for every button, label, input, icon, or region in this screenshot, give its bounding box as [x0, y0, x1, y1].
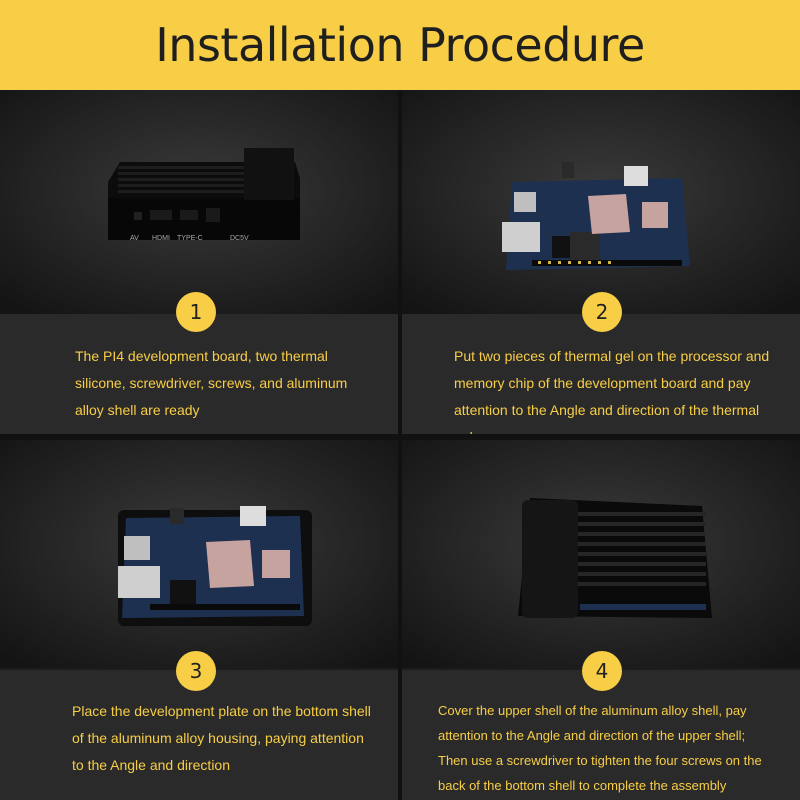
step-3-photo	[0, 440, 398, 668]
step-1-caption: The PI4 development board, two thermal s…	[75, 348, 348, 418]
step-2-panel: 2 Put two pieces of thermal gel on the p…	[402, 90, 800, 434]
page-title: Installation Procedure	[155, 18, 645, 72]
step-1-number-badge: 1	[176, 292, 216, 332]
step-4-panel: 4 Cover the upper shell of the aluminum …	[402, 440, 800, 800]
step-4-caption-box	[402, 670, 800, 800]
step-3-caption: Place the development plate on the botto…	[72, 703, 371, 773]
title-banner: Installation Procedure	[0, 0, 800, 90]
step-3-panel: 3 Place the development plate on the bot…	[0, 440, 398, 800]
step-2-caption: Put two pieces of thermal gel on the pro…	[454, 348, 770, 434]
step-4-number-badge: 4	[582, 651, 622, 691]
step-1-panel: AV HDMI TYPE-C DC5V 1 The PI4 developmen…	[0, 90, 398, 434]
step-4-caption: Cover the upper shell of the aluminum al…	[438, 703, 762, 793]
step-4-photo	[402, 440, 800, 668]
step-2-number-badge: 2	[582, 292, 622, 332]
step-3-number-badge: 3	[176, 651, 216, 691]
port-label-hdmi: HDMI	[152, 235, 170, 242]
port-label-typec: TYPE-C	[177, 235, 203, 242]
step-1-caption-box	[0, 314, 398, 434]
step-2-photo	[402, 90, 800, 314]
step-1-photo: AV HDMI TYPE-C DC5V	[0, 90, 398, 314]
port-label-dc5v: DC5V	[230, 235, 249, 242]
step-3-caption-box	[0, 670, 398, 800]
step-2-caption-box	[402, 314, 800, 434]
port-label-av: AV	[130, 235, 139, 242]
